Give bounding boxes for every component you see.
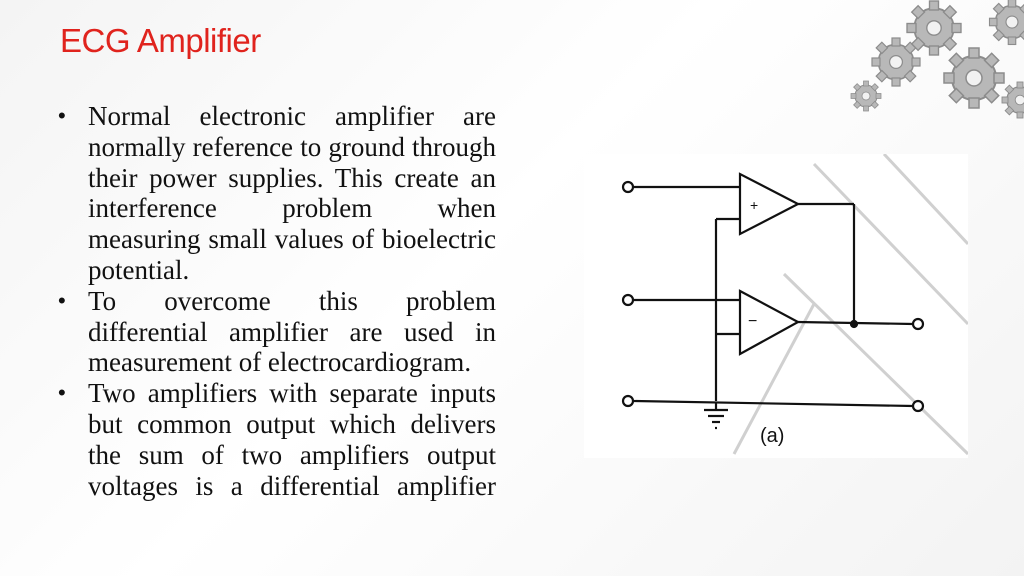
minus-sign: − bbox=[748, 313, 757, 330]
ground-terminal-right bbox=[911, 399, 925, 413]
junction-dot bbox=[849, 319, 859, 329]
bullet-item: • Normal electronic amplifier are normal… bbox=[56, 101, 496, 286]
input-terminal-1 bbox=[621, 180, 635, 194]
bullet-item: • Two amplifiers with separate inputs bu… bbox=[56, 378, 496, 501]
plus-sign: + bbox=[750, 197, 758, 213]
bullet-dot: • bbox=[58, 380, 66, 406]
bullet-dot: • bbox=[58, 287, 66, 313]
bullet-dot: • bbox=[58, 103, 66, 128]
bullet-text: Normal electronic amplifier are normally… bbox=[88, 101, 496, 285]
gears-icon bbox=[850, 0, 1024, 119]
bullet-item: • To overcome this problem differential … bbox=[56, 286, 496, 378]
op-amp-top bbox=[738, 172, 801, 236]
slide-title: ECG Amplifier bbox=[60, 22, 261, 59]
bullet-text: Two amplifiers with separate inputs but … bbox=[88, 378, 496, 501]
scan-artifact-lines bbox=[732, 154, 968, 456]
bullet-list: • Normal electronic amplifier are normal… bbox=[56, 101, 496, 501]
circuit-figure: + − (a) bbox=[584, 154, 968, 458]
op-amp-bottom bbox=[738, 289, 801, 356]
bullet-text: To overcome this problem differential am… bbox=[88, 285, 496, 378]
output-terminal bbox=[911, 317, 925, 331]
ground-terminal-left bbox=[621, 394, 635, 408]
figure-caption: (a) bbox=[760, 425, 784, 447]
differential-amplifier-circuit: + − (a) bbox=[621, 154, 968, 456]
input-terminal-2 bbox=[621, 293, 635, 307]
